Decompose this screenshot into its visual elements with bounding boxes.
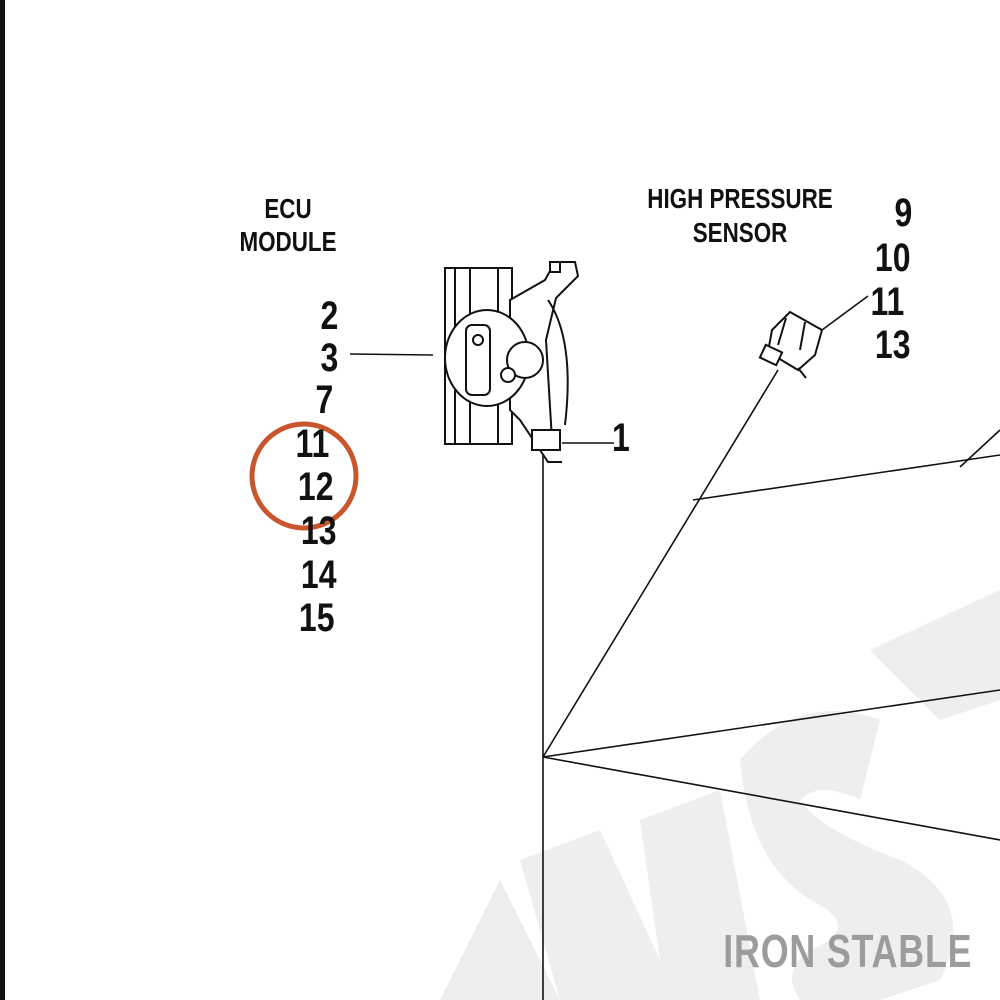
ecu-number-15: 15 [298,596,334,640]
ecu-connector-small [500,367,516,383]
highlight-circle [249,421,359,531]
watermark-letter-t [870,590,1000,720]
leader-line-sensor [821,295,869,331]
sensor-facet-2 [799,321,806,351]
frame-line-lower [542,756,1000,841]
ecu-plug-tab [539,449,562,463]
sensor-number-10: 10 [874,236,910,280]
left-border [0,0,5,1000]
frame-line-upper [542,689,1000,758]
ecu-number-13: 13 [300,509,336,553]
sensor-number-13: 13 [874,323,910,367]
sensor-number-11: 11 [870,280,904,324]
sensor-pin [797,367,807,379]
sensor-connector [758,343,784,367]
ecu-connector-round [506,341,544,379]
ecu-number-2: 2 [320,294,338,338]
watermark-letter-o [440,880,560,1000]
ecu-label-dot [472,334,484,346]
ecu-title-line2: MODULE [239,226,337,257]
ecu-title-line1: ECU [264,193,312,224]
leader-line-ecu [349,353,434,356]
high-pressure-sensor-illustration [758,310,824,379]
ecu-cable [547,299,569,426]
watermark-large-letters [440,590,1000,1000]
frame-lines [542,369,1000,1000]
ecu-plug [531,429,561,451]
ecu-number-11: 11 [295,422,329,466]
watermark-text: IRON STABLE [722,925,972,977]
ecu-number-7: 7 [315,378,333,422]
ecu-number-14: 14 [300,553,336,597]
sensor-facet-1 [777,317,787,346]
ecu-clip [549,261,561,273]
sensor-title-line2: SENSOR [692,217,788,248]
ecu-label-plate [465,324,491,396]
sensor-number-9: 9 [894,191,912,235]
part-number-1: 1 [612,416,630,460]
leader-lines [349,295,869,444]
ecu-number-12: 12 [297,465,333,509]
watermark-letter-n [520,790,760,1000]
watermark-letter-s [740,711,954,1000]
ecu-module-illustration [444,261,580,463]
sensor-harness-line [542,369,779,758]
sensor-title-line1: HIGH PRESSURE [647,183,833,214]
frame-line-top [692,454,1000,501]
ecu-number-3: 3 [320,336,338,380]
frame-line-corner [959,429,1000,468]
